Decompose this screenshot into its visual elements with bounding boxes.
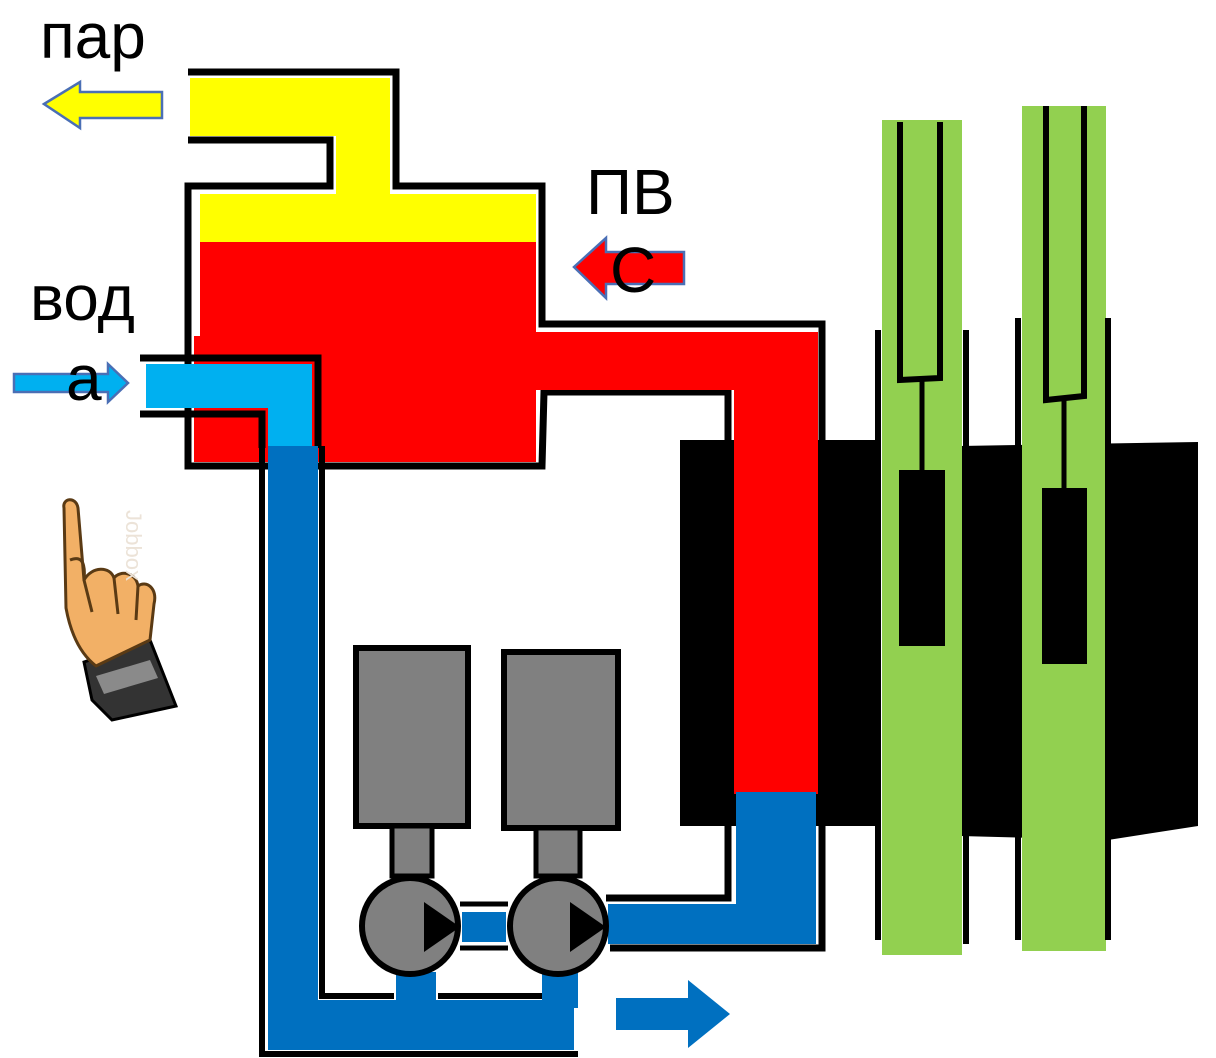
steam-riser <box>336 132 390 198</box>
steam-space <box>190 78 536 242</box>
pump-link-fill <box>462 912 506 942</box>
pump-2-motor <box>501 649 621 831</box>
pump-1 <box>353 645 471 977</box>
pump-play-icon <box>424 902 460 952</box>
pointing-hand-icon <box>62 498 179 722</box>
pump-2-shaft <box>533 825 583 879</box>
pump-2-suction-fill <box>542 972 578 1008</box>
water-in-arrow-icon <box>12 361 130 405</box>
label-feed-water-line2: С <box>610 234 656 306</box>
drum-water <box>200 242 536 340</box>
assembly-2-absorber <box>1042 488 1087 664</box>
discharge-arrow-icon <box>616 980 730 1048</box>
steam-dome <box>200 194 536 242</box>
feed-water-in-arrow-icon <box>572 235 686 301</box>
steam-out-arrow-icon <box>41 79 164 131</box>
pump-1-suction-fill <box>396 972 436 1008</box>
pump-play-icon <box>570 902 606 952</box>
pump-1-shaft <box>389 823 435 879</box>
inlet-pipe-outline <box>140 354 322 448</box>
hand-palm <box>62 498 157 668</box>
drum-outline <box>184 68 826 952</box>
downcomer-fill <box>268 446 318 1050</box>
steam-outlet-pipe <box>190 78 390 136</box>
downcomer-outline <box>259 446 578 1057</box>
label-steam: пар <box>40 0 146 72</box>
hand-cuff-highlight <box>96 660 158 694</box>
assembly-1-frame <box>875 122 969 944</box>
label-feed-water-line1: ПВ <box>586 156 675 228</box>
watermark: Jobbox <box>121 510 146 581</box>
label-water-line1: вод <box>30 262 135 334</box>
riser-bottom-fill <box>736 792 816 942</box>
pump-2 <box>501 649 621 977</box>
hot-leg-vertical <box>734 332 818 794</box>
cold-water <box>259 446 816 1057</box>
assembly-2 <box>1015 106 1111 951</box>
assembly-1 <box>875 120 969 955</box>
pump-2-body <box>507 875 609 977</box>
hand-finger-lines <box>69 557 140 621</box>
inlet-downcomer-fill <box>268 364 312 448</box>
assembly-1-absorber <box>899 470 945 646</box>
bottom-header-fill <box>268 1000 574 1050</box>
label-water-line2: а <box>66 342 102 414</box>
inlet-water <box>140 354 322 448</box>
pump-link-outline <box>460 901 508 951</box>
pump-1-motor <box>353 645 471 829</box>
